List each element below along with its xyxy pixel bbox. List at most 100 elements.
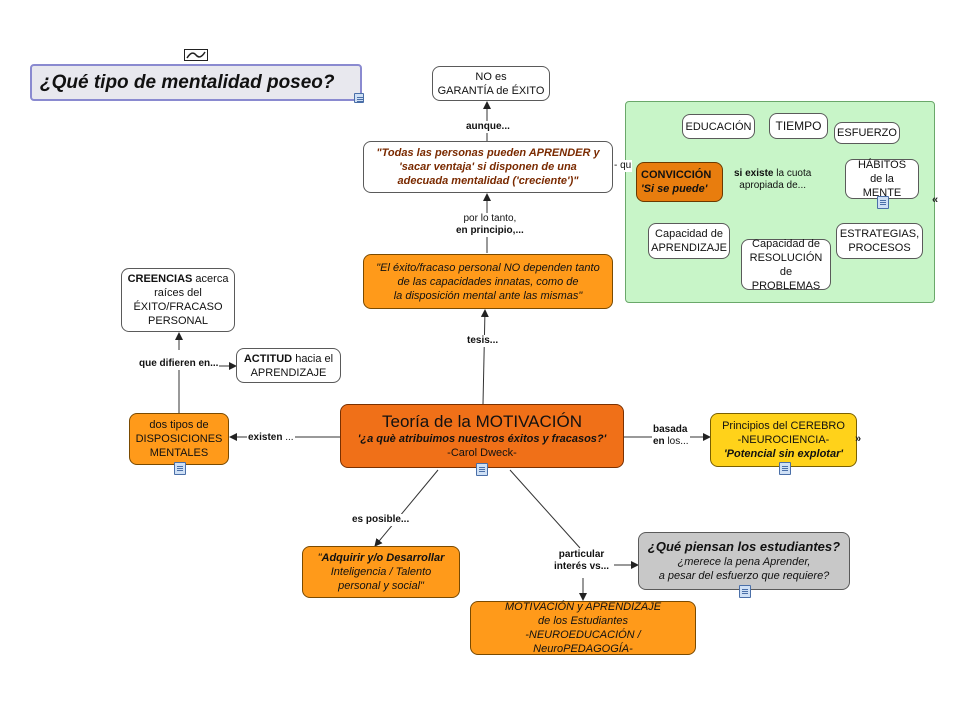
node-text: de los Estudiantes	[538, 615, 628, 627]
node-todas-las-personas[interactable]: "Todas las personas pueden APRENDER y 's…	[363, 141, 613, 193]
link-text: apropiada de...	[739, 180, 806, 191]
node-text: PROCESOS	[848, 242, 911, 254]
node-motivacion-aprendizaje[interactable]: MOTIVACIÓN y APRENDIZAJE de los Estudian…	[470, 601, 696, 655]
link-tesis: tesis...	[466, 335, 500, 347]
node-text: la disposición mental ante las mismas"	[393, 289, 583, 302]
node-dos-tipos[interactable]: dos tipos de DISPOSICIONES MENTALES	[129, 413, 229, 465]
node-text: '¿a què atribuimos nuestros éxitos y fra…	[357, 433, 607, 445]
link-text: la cuota	[773, 168, 812, 179]
link-text: basada	[653, 424, 688, 435]
node-text-bold: ACTITUD	[243, 352, 293, 365]
node-text-bold: CREENCIAS	[127, 273, 193, 285]
node-adquirir[interactable]: "Adquirir y/o Desarrollar Inteligencia /…	[302, 546, 460, 598]
node-educacion[interactable]: EDUCACIÓN	[682, 114, 755, 139]
link-que-difieren: que difieren en...	[138, 358, 220, 370]
document-icon[interactable]	[174, 462, 186, 475]
node-conviccion[interactable]: CONVICCIÓN 'Si se puede'	[636, 162, 723, 202]
link-es-posible: es posible...	[351, 514, 411, 526]
node-capacidad-resolucion[interactable]: Capacidad de RESOLUCIÓN de PROBLEMAS	[741, 238, 831, 292]
link-text: por lo tanto,	[463, 213, 517, 224]
node-text: Capacidad de	[655, 228, 723, 240]
title-expand-icon[interactable]	[354, 93, 364, 103]
node-text: Adquirir y/o Desarrollar	[321, 552, 445, 564]
node-text: RESOLUCIÓN de	[749, 251, 823, 278]
link-text: particular	[558, 549, 605, 560]
node-text: ÉXITO/FRACASO	[133, 301, 223, 313]
node-creencias[interactable]: CREENCIAS acerca raíces del ÉXITO/FRACAS…	[121, 268, 235, 332]
link-text: los...	[664, 436, 689, 447]
link-text: interés vs...	[554, 561, 610, 572]
node-text: dos tipos de	[149, 419, 209, 431]
node-tiempo[interactable]: TIEMPO	[769, 113, 828, 139]
node-text: ESTRATEGIAS,	[839, 228, 920, 240]
node-text: -NEUROCIENCIA-	[737, 434, 830, 446]
node-text: MOTIVACIÓN y APRENDIZAJE	[504, 601, 662, 613]
link-text: ...	[282, 432, 294, 443]
node-text: -Carol Dweck-	[447, 447, 517, 459]
node-text: PROBLEMAS	[751, 279, 821, 292]
node-text: personal y social"	[338, 580, 424, 592]
node-esfuerzo[interactable]: ESFUERZO	[834, 122, 900, 144]
node-text: a pesar del esfuerzo que requiere?	[658, 570, 830, 582]
link-text: si existe	[734, 168, 774, 179]
node-text: APRENDIZAJE	[250, 366, 327, 379]
node-text: "Adquirir y/o Desarrollar	[318, 551, 445, 565]
node-text: -NEUROEDUCACIÓN / NeuroPEDAGOGÍA-	[525, 629, 641, 655]
link-si-existe: si existe la cuota apropiada de...	[733, 168, 813, 192]
page-title: ¿Qué tipo de mentalidad poseo?	[30, 64, 362, 101]
node-text: "El éxito/fracaso personal NO dependen t…	[376, 261, 600, 274]
node-estrategias[interactable]: ESTRATEGIAS, PROCESOS	[836, 223, 923, 259]
node-text: "Todas las personas pueden APRENDER y	[376, 147, 600, 159]
node-text: de la MENTE	[862, 173, 902, 199]
node-title: Teoría de la MOTIVACIÓN	[382, 412, 582, 431]
node-text: ¿merece la pena Aprender,	[677, 556, 811, 568]
link-basada: basada en los...	[652, 424, 690, 448]
expand-chevron-icon[interactable]: »	[855, 433, 862, 445]
node-capacidad-aprendizaje[interactable]: Capacidad de APRENDIZAJE	[648, 223, 730, 259]
node-text: adecuada mentalidad ('creciente')"	[397, 175, 579, 187]
node-text: ACTITUD hacia el	[244, 352, 333, 366]
node-actitud[interactable]: ACTITUD hacia el APRENDIZAJE	[236, 348, 341, 383]
node-text: CREENCIAS acerca	[128, 272, 229, 286]
document-icon[interactable]	[476, 463, 488, 476]
link-text: en principio,...	[456, 225, 524, 236]
link-q-fragment: - qu	[613, 160, 633, 172]
link-existen: existen ...	[247, 432, 295, 444]
node-habitos[interactable]: HÁBITOS de la MENTE	[845, 159, 919, 199]
node-text: raíces del	[154, 287, 202, 299]
node-text: GARANTÍA de ÉXITO	[437, 84, 545, 97]
link-particular: particular interés vs...	[553, 549, 611, 573]
link-aunque: aunque...	[465, 121, 511, 133]
document-icon[interactable]	[779, 462, 791, 475]
node-text: hacia el	[292, 352, 334, 365]
panel-collapse-icon[interactable]: «	[932, 194, 939, 206]
node-text: 'Si se puede'	[641, 183, 708, 195]
page-title-text: ¿Qué tipo de mentalidad poseo?	[40, 71, 335, 93]
node-principios-cerebro[interactable]: Principios del CEREBRO -NEUROCIENCIA- 'P…	[710, 413, 857, 467]
document-icon[interactable]	[739, 585, 751, 598]
node-text: 'Potencial sin explotar'	[724, 448, 843, 460]
node-text: HÁBITOS	[857, 159, 907, 171]
node-text: TIEMPO	[775, 119, 822, 133]
node-text: EDUCACIÓN	[685, 120, 752, 133]
node-text: APRENDIZAJE	[651, 242, 727, 254]
title-icon	[184, 48, 208, 61]
link-por-lo-tanto: por lo tanto, en principio,...	[455, 213, 525, 237]
node-text: NO es	[475, 70, 507, 83]
node-text: Inteligencia / Talento	[330, 566, 432, 578]
node-text: "	[317, 552, 322, 564]
document-icon[interactable]	[877, 196, 889, 209]
node-text: Principios del CEREBRO	[722, 420, 845, 432]
node-text: ESFUERZO	[837, 127, 897, 139]
link-text: existen	[248, 432, 283, 443]
node-text: 'sacar ventaja' si disponen de una	[399, 161, 577, 173]
node-no-garantia[interactable]: NO es GARANTÍA de ÉXITO	[432, 66, 550, 101]
node-exito-fracaso[interactable]: "El éxito/fracaso personal NO dependen t…	[363, 254, 613, 309]
node-title: ¿Qué piensan los estudiantes?	[647, 539, 841, 554]
node-text: MENTALES	[149, 447, 209, 459]
node-text: PERSONAL	[148, 315, 208, 327]
link-text: en	[653, 436, 665, 447]
node-text: DISPOSICIONES	[135, 433, 223, 445]
node-teoria-motivacion[interactable]: Teoría de la MOTIVACIÓN '¿a què atribuim…	[340, 404, 624, 468]
node-que-piensan[interactable]: ¿Qué piensan los estudiantes? ¿merece la…	[638, 532, 850, 590]
